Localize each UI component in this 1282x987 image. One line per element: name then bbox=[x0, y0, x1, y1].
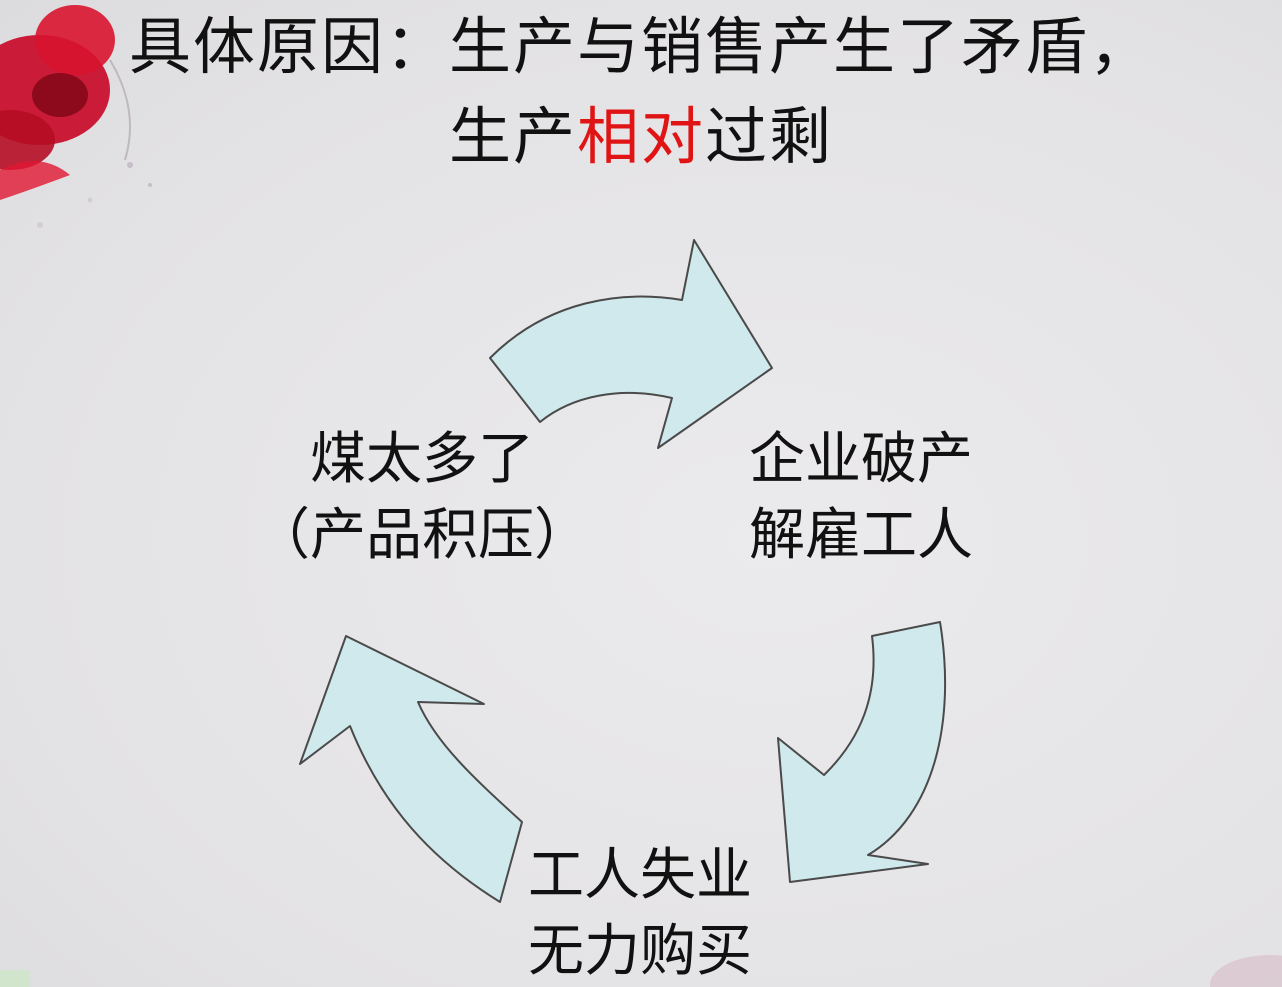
cycle-node-bankruptcy: 企业破产 解雇工人 bbox=[716, 422, 1006, 574]
flower-icon bbox=[0, 5, 152, 228]
cycle-node-overproduction: 煤太多了 （产品积压） bbox=[232, 422, 612, 574]
node-left-line1: 煤太多了 bbox=[310, 427, 534, 492]
title-text-prefix: 生产 bbox=[448, 100, 577, 173]
corner-leaf-icon bbox=[0, 970, 30, 987]
node-bottom-line2: 无力购买 bbox=[528, 919, 752, 984]
title-highlight-relative: 相对 bbox=[576, 100, 705, 173]
cycle-arrow-right bbox=[777, 621, 947, 883]
flower-petal-icon bbox=[1210, 955, 1282, 987]
node-right-line2: 解雇工人 bbox=[749, 503, 973, 568]
slide-title-line1: 具体原因：生产与销售产生了矛盾， bbox=[128, 10, 1153, 83]
node-bottom-line1: 工人失业 bbox=[528, 843, 752, 908]
slide-title-line2: 生产相对过剩 bbox=[0, 98, 1282, 176]
cycle-arrow-top bbox=[489, 239, 773, 449]
title-text-suffix: 过剩 bbox=[705, 100, 834, 173]
cycle-node-unemployment: 工人失业 无力购买 bbox=[490, 838, 790, 987]
cycle-arrow-bottom-left bbox=[299, 635, 523, 903]
node-right-line1: 企业破产 bbox=[749, 427, 973, 492]
node-left-line2: （产品积压） bbox=[254, 503, 590, 568]
